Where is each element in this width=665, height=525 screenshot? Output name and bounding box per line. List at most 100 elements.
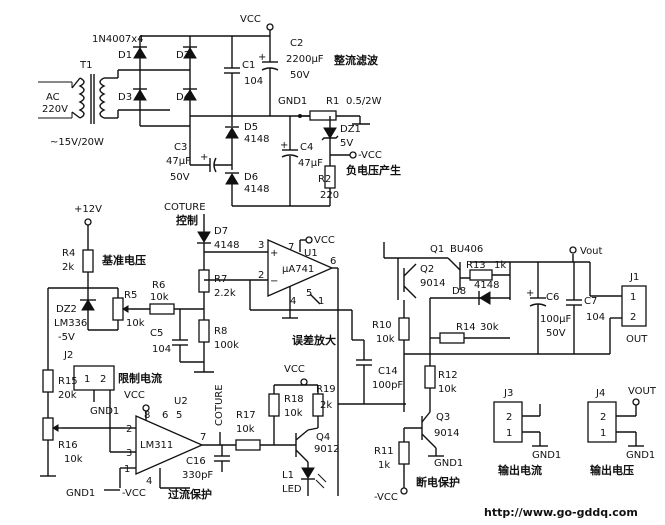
d8-value: 4148: [474, 280, 499, 291]
d5-label: D5: [244, 122, 258, 133]
r18-label: R18: [284, 394, 304, 405]
d7-value: 4148: [214, 240, 239, 251]
u1-pin7: 7: [288, 242, 294, 253]
r13-label: R13: [466, 260, 486, 271]
r19-value: 2k: [320, 400, 332, 411]
output-stage: Q1 BU406 Vout Q2 9014 R13 1k D8 4148: [372, 242, 648, 404]
j4-pin2: 2: [600, 412, 606, 423]
coture2-label: COTURE: [214, 384, 225, 426]
u2-label: U2: [174, 396, 188, 407]
d6-value: 4148: [244, 184, 269, 195]
limit-current-label: 限制电流: [118, 371, 162, 385]
r17-value: 10k: [236, 424, 255, 435]
c6-label: C6: [546, 292, 559, 303]
rectifier-filter-label: 整流滤波: [333, 53, 379, 67]
c7-value: 104: [586, 312, 605, 323]
r17-label: R17: [236, 410, 256, 421]
output-voltage-label: 输出电压: [590, 463, 634, 477]
neg-vcc2-label: -VCC: [374, 492, 398, 503]
neg-vcc3-label: -VCC: [122, 488, 146, 499]
q2-model: 9014: [420, 278, 445, 289]
error-amplify-label: 误差放大: [292, 333, 336, 347]
u1-model: μA741: [282, 264, 314, 275]
c2-plus: +: [258, 52, 266, 63]
output-current-label: 输出电流: [498, 463, 542, 477]
c6-value: 100μF: [540, 314, 571, 325]
u2-pin7: 7: [200, 432, 206, 443]
vcc-q4-label: VCC: [284, 364, 305, 375]
gnd1-j2-label: GND1: [90, 406, 119, 417]
t1-label: T1: [79, 60, 92, 71]
dz2-voltage: -5V: [58, 332, 75, 343]
c1-value: 104: [244, 76, 263, 87]
j2-connector: J2 1 2 GND1 限制电流 R15 20k R16 10k: [42, 350, 162, 470]
d4-label: D4: [176, 92, 190, 103]
j3-connector: J3 2 1 GND1 输出电流: [493, 388, 561, 477]
u2-pin5: 5: [176, 410, 182, 421]
r2-value: 220: [320, 190, 339, 201]
r8-label: R8: [214, 326, 227, 337]
vcc-u2-label: VCC: [124, 390, 145, 401]
c2-capacitor: + C2 2200μF 50V: [258, 36, 324, 116]
r11-value: 1k: [378, 460, 390, 471]
j1-pin2: 2: [630, 312, 636, 323]
ac-voltage-label: 220V: [42, 104, 68, 115]
r8-value: 100k: [214, 340, 239, 351]
u1-pin4: 4: [290, 296, 296, 307]
q4-label: Q4: [316, 432, 330, 443]
c16-value: 330pF: [182, 470, 213, 481]
u1-pin1: 1: [318, 296, 324, 307]
vcc-u1-label: VCC: [314, 235, 335, 246]
c3-value: 47μF: [166, 156, 191, 167]
ac-label: AC: [46, 92, 60, 103]
led-label: LED: [282, 484, 302, 495]
c3-voltage: 50V: [170, 172, 190, 183]
r6-label: R6: [152, 280, 165, 291]
j3-gnd-label: GND1: [532, 450, 561, 461]
gnd1-bl-label: GND1: [66, 488, 95, 499]
coture-label: COTURE: [164, 202, 206, 213]
cutoff-protect-label: 断电保护: [416, 475, 460, 489]
j2-pin2: 2: [100, 374, 106, 385]
p12v-label: +12V: [74, 204, 102, 215]
c5-value: 104: [152, 344, 171, 355]
c6-voltage: 50V: [546, 328, 566, 339]
r16-label: R16: [58, 440, 78, 451]
c1-label: C1: [242, 60, 255, 71]
gnd1-label-a: GND1: [278, 96, 307, 107]
d2-label: D2: [176, 50, 190, 61]
control-label: 控制: [176, 213, 198, 227]
u1-label: U1: [304, 248, 318, 259]
reference-section: +12V R4 2k 基准电压 DZ2 LM336 -5V R5 10k R6 …: [47, 204, 204, 370]
q1-label: Q1: [430, 244, 444, 255]
c4-value: 47μF: [298, 158, 323, 169]
u2-pin3: 3: [126, 448, 132, 459]
u2-pin2: 2: [126, 424, 132, 435]
j3-label: J3: [503, 388, 513, 399]
bridge-rectifier: 1N4007x4 D1 D2 D3 D4: [92, 34, 270, 127]
q4-led-section: VCC R18 10k R19 2k Q4 9012 L1 LED: [268, 364, 339, 496]
j4-gnd-label: GND1: [626, 450, 655, 461]
d5-value: 4148: [244, 134, 269, 145]
overcurrent-protect-label: 过流保护: [168, 487, 212, 501]
negative-supply-section: D5 4148 D6 4148 + C3 47μF 50V + C4 47μF …: [166, 116, 401, 207]
q3-label: Q3: [436, 412, 450, 423]
r5-value: 10k: [126, 318, 145, 329]
u1-plus-sign: +: [270, 248, 278, 259]
r1-shunt-section: GND1 R1 0.5/2W: [278, 96, 382, 125]
c7-label: C7: [584, 296, 597, 307]
r2-label: R2: [318, 174, 331, 185]
r1-label: R1: [326, 96, 339, 107]
l1-label: L1: [282, 470, 294, 481]
r15-label: R15: [58, 376, 78, 387]
j4-label: J4: [595, 388, 605, 399]
r5-label: R5: [124, 290, 137, 301]
r7-value: 2.2k: [214, 288, 236, 299]
q2-label: Q2: [420, 264, 434, 275]
r19-label: R19: [316, 384, 336, 395]
c3-label: C3: [174, 142, 187, 153]
j1-label: J1: [629, 272, 639, 283]
r11-label: R11: [374, 446, 394, 457]
j4-vout-label: VOUT: [628, 386, 657, 397]
